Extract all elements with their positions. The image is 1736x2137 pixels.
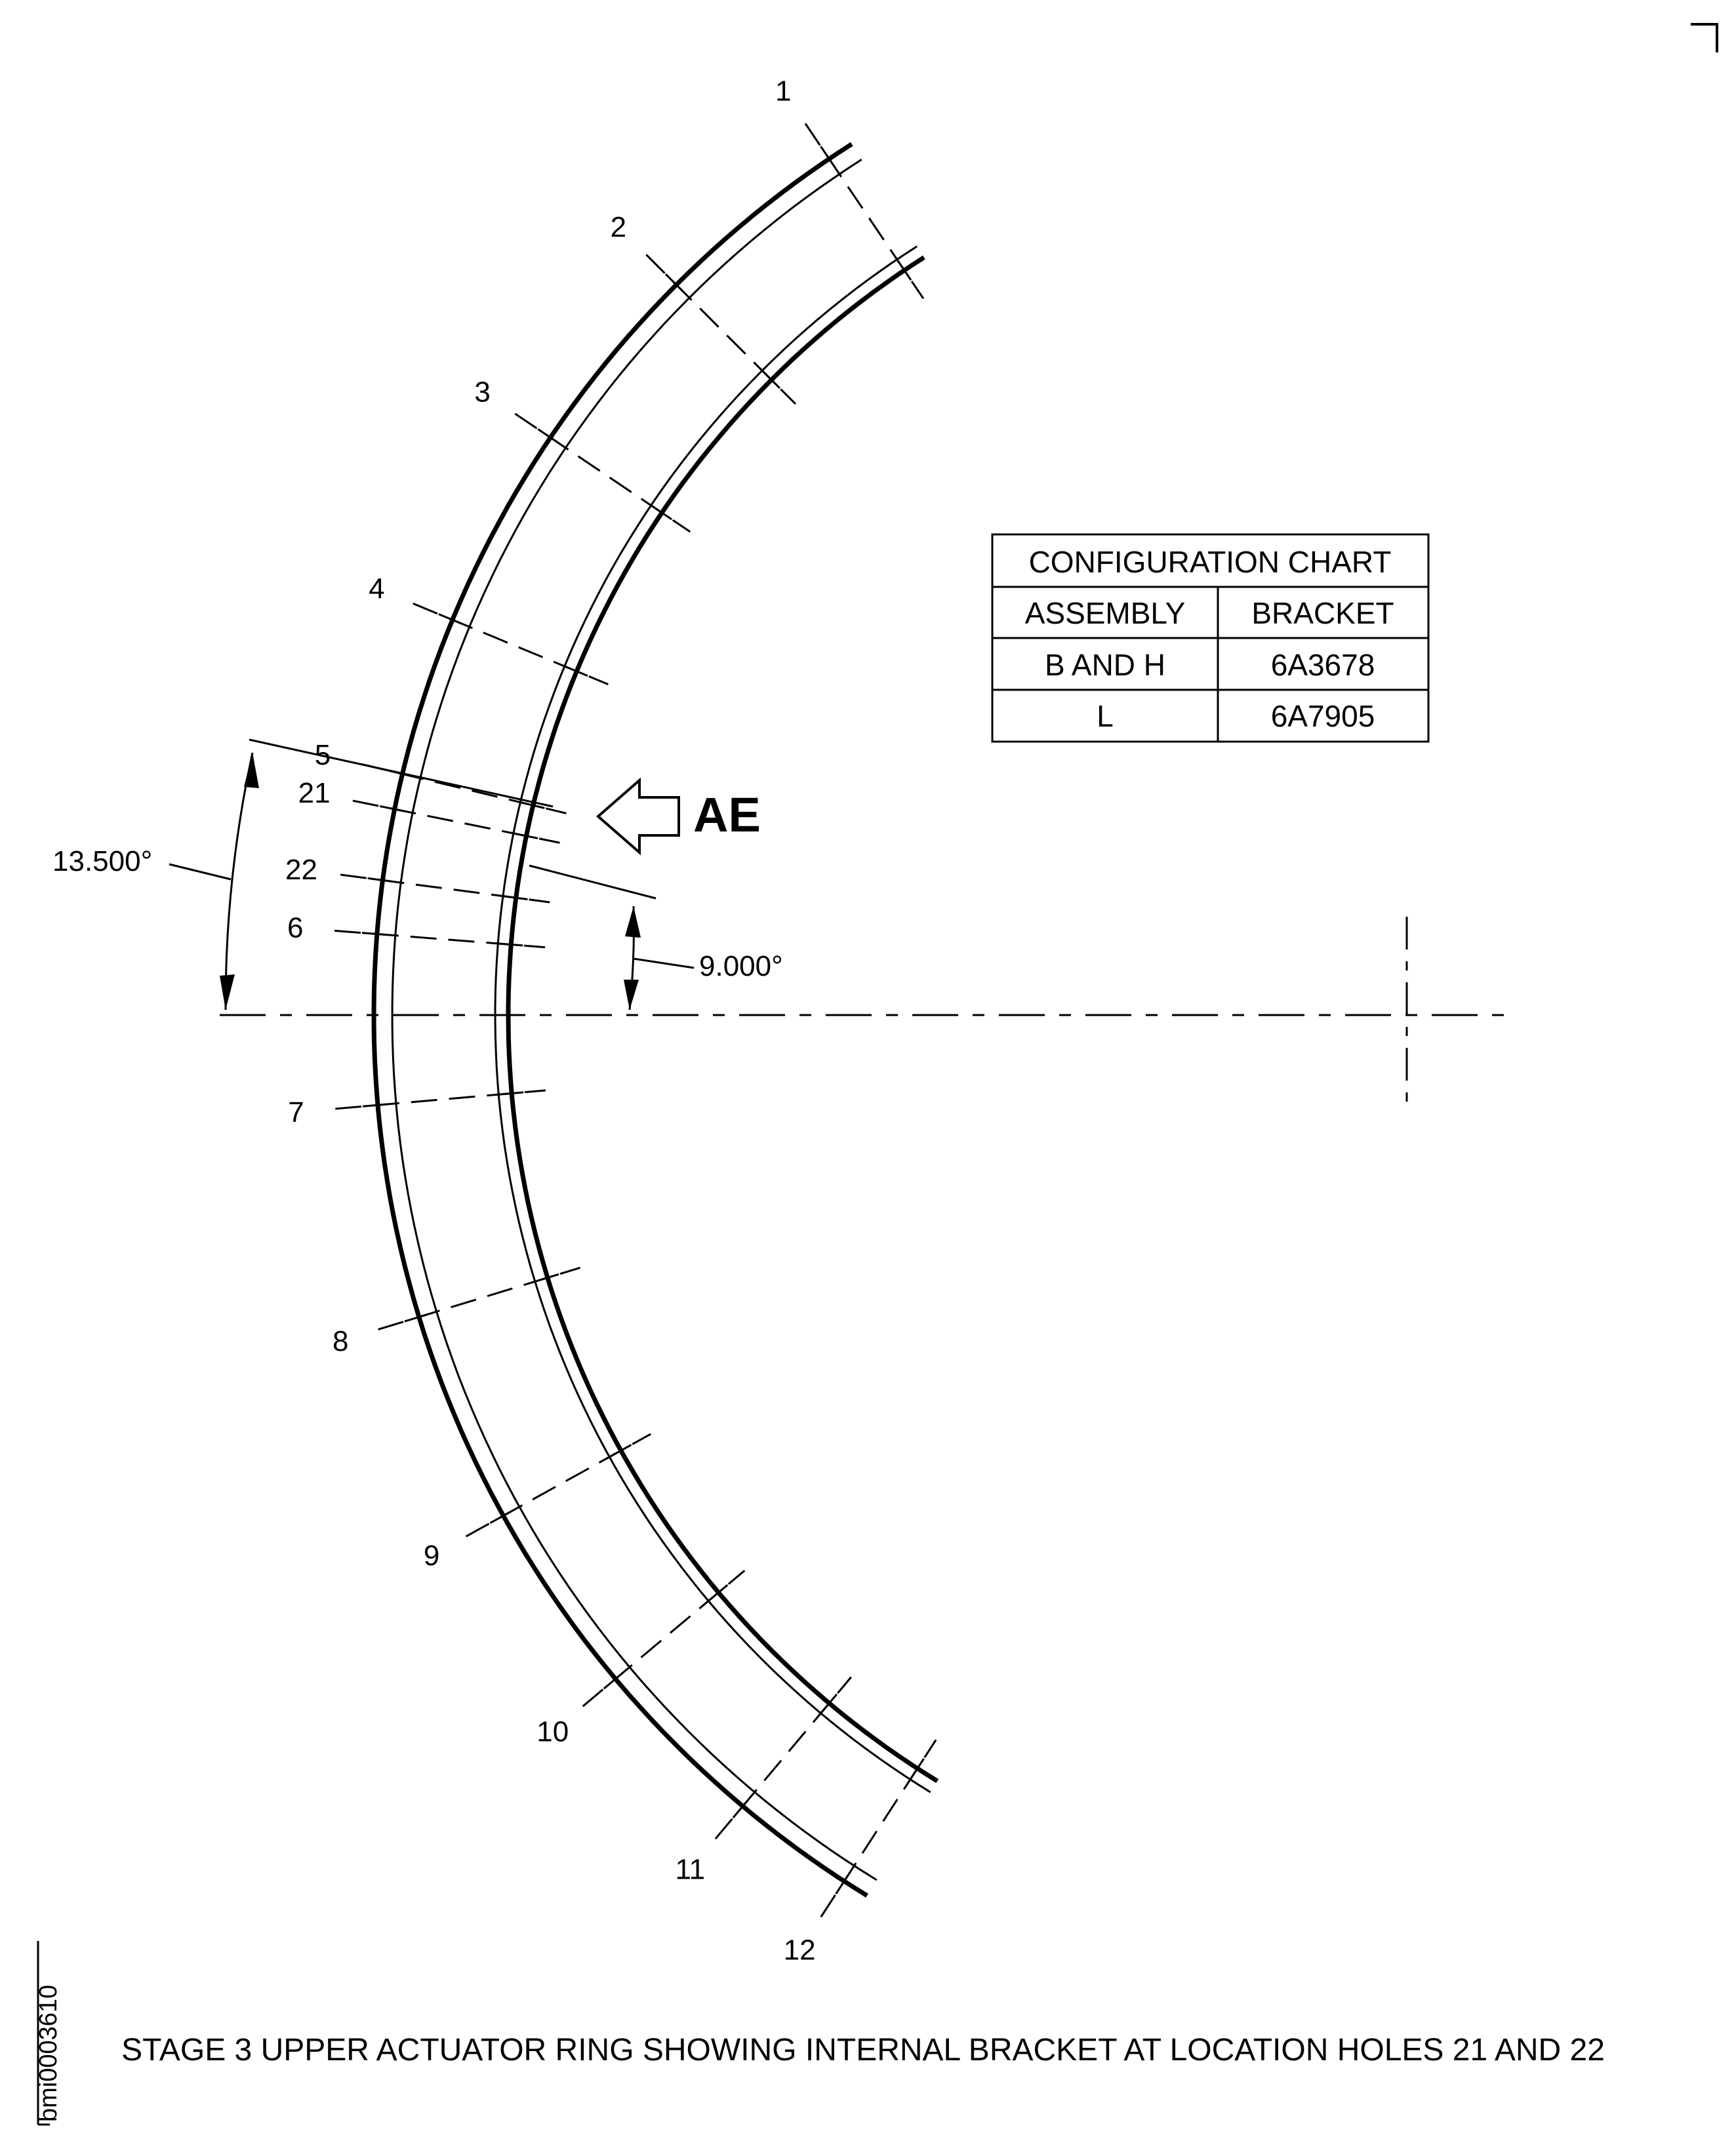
hole-label: 4 [369, 572, 384, 605]
ring-arcs [371, 142, 939, 1898]
hole-tick [362, 1103, 388, 1108]
config-cell-assembly: L [1097, 699, 1114, 733]
hole-marker: 6 [287, 912, 546, 949]
inner-ring-outer-edge [494, 245, 931, 1793]
outer-ring-edge [371, 142, 868, 1898]
hole-label: 7 [288, 1096, 304, 1128]
inner-ring-edge [506, 255, 939, 1784]
corner-mark [1691, 23, 1718, 52]
hole-label: 21 [298, 777, 331, 809]
config-cell-assembly: B AND H [1045, 648, 1165, 682]
outer-ring-inner-edge [391, 159, 878, 1881]
angle-label-upper: 13.500° [52, 845, 152, 877]
hole-tick [894, 256, 912, 281]
view-callout-label: AE [693, 788, 761, 842]
angle-dimension-lower: 9.000° [529, 864, 783, 1010]
hole-tick [820, 146, 836, 168]
hole-tick [489, 1509, 513, 1525]
hole-markers: 1234521226789101112 [285, 75, 937, 1967]
hole-marker: 3 [474, 376, 691, 533]
hole-marker: 9 [424, 1433, 651, 1572]
hole-tick [818, 1693, 838, 1717]
hole-tick [732, 1798, 750, 1819]
config-cell-bracket: 6A3678 [1271, 648, 1375, 682]
hole-tick [495, 1091, 524, 1096]
hole-tick [367, 877, 393, 883]
hole-tick [379, 805, 405, 812]
hole-label: 12 [784, 1934, 816, 1967]
hole-label: 1 [775, 75, 791, 108]
hole-marker: 22 [285, 854, 550, 904]
figure-id: bmi0003610 [35, 1941, 62, 2126]
figure-id-label: bmi0003610 [35, 1985, 62, 2122]
view-arrow-icon [595, 777, 680, 856]
hole-marker: 21 [298, 777, 560, 844]
hole-tick [404, 1313, 429, 1323]
hole-tick [705, 1584, 729, 1604]
hole-tick [537, 428, 559, 444]
hole-tick [603, 1671, 624, 1690]
hole-tick [647, 502, 672, 521]
hole-label: 9 [424, 1540, 439, 1572]
hole-marker: 11 [675, 1676, 852, 1885]
hole-marker: 2 [611, 211, 797, 405]
hole-tick [438, 613, 462, 625]
hole-tick [531, 1273, 559, 1284]
angle-label-lower: 9.000° [699, 950, 783, 982]
configuration-chart: CONFIGURATION CHART ASSEMBLY BRACKET B A… [991, 533, 1430, 743]
hole-marker: 10 [536, 1570, 746, 1748]
hole-marker: 8 [333, 1266, 581, 1357]
view-arrow-ae: AE [595, 777, 761, 856]
hole-label: 2 [611, 211, 626, 243]
hole-tick [499, 894, 528, 901]
config-header-assembly: ASSEMBLY [1025, 596, 1186, 630]
angle-dimension-upper: 13.500° [52, 738, 554, 1010]
hole-tick [606, 1444, 632, 1460]
hole-label: 22 [285, 854, 317, 886]
hole-label: 10 [536, 1716, 569, 1748]
hole-marker: 12 [784, 1739, 937, 1967]
figure-caption: STAGE 3 UPPER ACTUATOR RING SHOWING INTE… [121, 2033, 1605, 2067]
hole-tick [835, 1872, 851, 1895]
hole-tick [510, 831, 538, 839]
hole-label: 8 [333, 1325, 348, 1357]
config-header-bracket: BRACKET [1251, 596, 1394, 630]
hole-marker: 1 [775, 75, 925, 300]
config-chart-title: CONFIGURATION CHART [1029, 545, 1392, 579]
hole-tick [561, 664, 588, 677]
hole-tick [664, 273, 684, 292]
hole-marker: 4 [369, 572, 609, 686]
hole-tick [907, 1758, 925, 1783]
config-cell-bracket: 6A7905 [1271, 699, 1375, 733]
hole-tick [517, 800, 545, 809]
hole-tick [495, 942, 523, 947]
hole-label: 3 [474, 376, 490, 408]
hole-tick [361, 932, 387, 936]
hole-tick [759, 367, 781, 389]
hole-label: 11 [675, 1853, 705, 1885]
hole-label: 6 [287, 912, 303, 944]
hole-marker: 7 [288, 1089, 546, 1128]
